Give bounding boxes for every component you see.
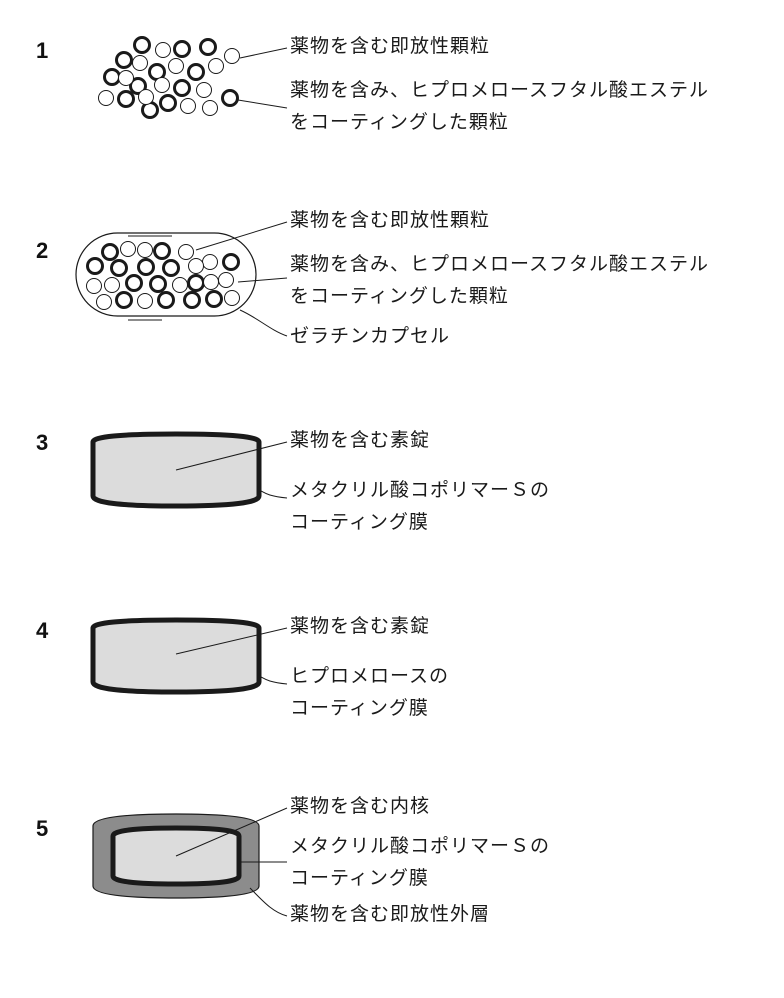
item4-leader-core: [175, 627, 288, 655]
item3-leader-core: [175, 441, 288, 471]
item1-leader-coated: [237, 99, 288, 109]
item3-label-core-tablet: 薬物を含む素錠: [290, 429, 431, 451]
item2-granule-cluster: [86, 241, 240, 310]
item-number-4: 4: [36, 618, 49, 643]
item3-leader-coating: [258, 489, 288, 499]
item-number-3: 3: [36, 430, 49, 455]
item4-leader-coating: [258, 675, 288, 685]
item-number-1: 1: [36, 38, 49, 63]
item-number-2: 2: [36, 238, 49, 263]
item5-leader-outer: [249, 887, 288, 917]
item2-label-gelatin-capsule: ゼラチンカプセル: [290, 325, 451, 347]
item2-leader-capsule: [239, 309, 288, 337]
item5-label-coating-line2: コーティング膜: [290, 867, 429, 889]
item2-leader-coated: [237, 277, 288, 283]
item5-label-inner-core: 薬物を含む内核: [290, 795, 431, 817]
item4-label-coating-line1: ヒプロメロースの: [290, 665, 450, 687]
item1-label-immediate-granule: 薬物を含む即放性顆粒: [290, 35, 491, 57]
item5-leader-core: [175, 807, 288, 857]
item4-label-coating-line2: コーティング膜: [290, 697, 429, 719]
item3-label-coating-line1: メタクリル酸コポリマーＳの: [290, 479, 551, 501]
item1-granule-cluster: [98, 36, 240, 119]
item4-label-core-tablet: 薬物を含む素錠: [290, 615, 431, 637]
item2-label-immediate-granule: 薬物を含む即放性顆粒: [290, 209, 491, 231]
item5-label-coating-line1: メタクリル酸コポリマーＳの: [290, 835, 551, 857]
item3-label-coating-line2: コーティング膜: [290, 511, 429, 533]
item1-label-coated-granule-line2: をコーティングした顆粒: [290, 111, 509, 133]
item4-tablet: [90, 617, 262, 695]
item1-label-coated-granule-line1: 薬物を含み、ヒプロメロースフタル酸エステル: [290, 79, 710, 101]
item2-leader-immediate: [195, 221, 288, 251]
item-number-5: 5: [36, 816, 49, 841]
item2-label-coated-granule-line2: をコーティングした顆粒: [290, 285, 509, 307]
item5-label-outer-layer: 薬物を含む即放性外層: [290, 903, 491, 925]
item1-leader-immediate: [239, 47, 288, 59]
item2-label-coated-granule-line1: 薬物を含み、ヒプロメロースフタル酸エステル: [290, 253, 710, 275]
